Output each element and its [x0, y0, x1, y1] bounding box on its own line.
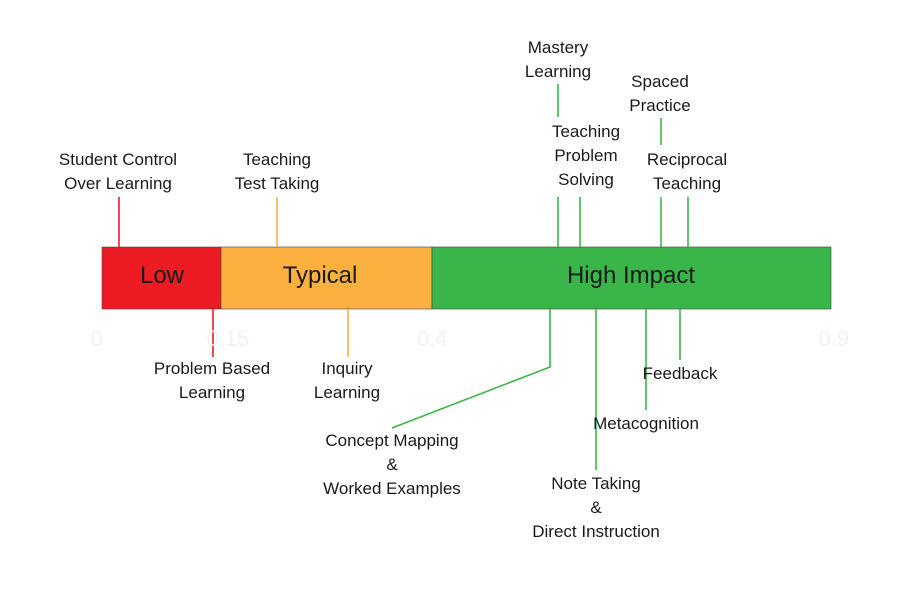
tick-label: 0.9 — [818, 326, 850, 351]
label-metacognition: Metacognition — [593, 414, 699, 433]
label-concept-mapping: Concept Mapping & Worked Examples — [323, 431, 461, 498]
label-student-control: Student Control Over Learning — [58, 150, 178, 193]
label-inquiry-learning: Inquiry Learning — [313, 359, 381, 402]
label-problem-based-learning: Problem Based Learning — [153, 359, 271, 402]
zone-high-impact-label: High Impact — [566, 262, 696, 289]
zone-typical-bar — [220, 246, 433, 310]
label-note-taking: Note Taking & Direct Instruction — [532, 474, 660, 541]
zone-typical-label: Typical — [282, 262, 358, 289]
label-feedback: Feedback — [642, 364, 718, 383]
label-teaching-problem-solving: Teaching Problem Solving — [551, 122, 621, 189]
zone-high-impact-bar — [431, 246, 832, 310]
zone-low-label: Low — [139, 262, 185, 289]
label-mastery-learning: Mastery Learning — [524, 38, 592, 81]
tick-label: 0 — [90, 326, 104, 351]
zone-low-bar — [101, 246, 222, 310]
connector-concept-mapping — [391, 309, 551, 429]
label-teaching-test-taking: Teaching Test Taking — [234, 150, 320, 193]
label-reciprocal-teaching: Reciprocal Teaching — [646, 150, 728, 193]
tick-label: 0.4 — [416, 326, 448, 351]
label-spaced-practice: Spaced Practice — [629, 72, 691, 115]
tick-label: 0.15 — [206, 326, 250, 351]
